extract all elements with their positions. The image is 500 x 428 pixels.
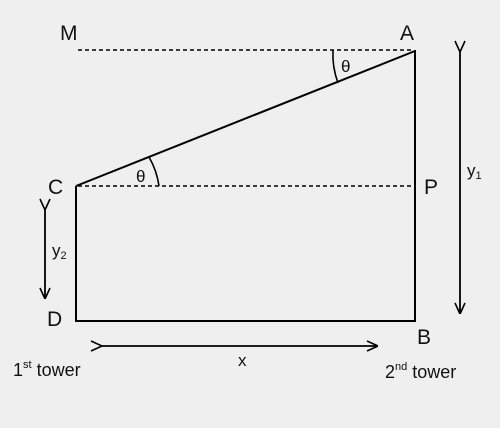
x-label: x: [238, 351, 247, 370]
angle-arc-at-a: [332, 49, 339, 84]
point-a-label: A: [400, 22, 414, 45]
line-ca: [75, 50, 416, 187]
point-d-label: D: [47, 308, 62, 331]
angle-theta-at-a: θ: [341, 57, 350, 76]
point-m-label: M: [60, 22, 78, 45]
point-b-label: B: [417, 326, 431, 349]
y1-label: y1: [467, 161, 482, 182]
angle-theta-at-c: θ: [136, 167, 145, 186]
angle-arc-at-c: [148, 156, 160, 187]
point-c-label: C: [48, 176, 63, 199]
y2-label: y2: [52, 241, 67, 262]
tower-2-caption: 2nd tower: [385, 361, 456, 382]
point-p-label: P: [424, 176, 438, 199]
tower-1-caption: 1st tower: [13, 359, 81, 380]
